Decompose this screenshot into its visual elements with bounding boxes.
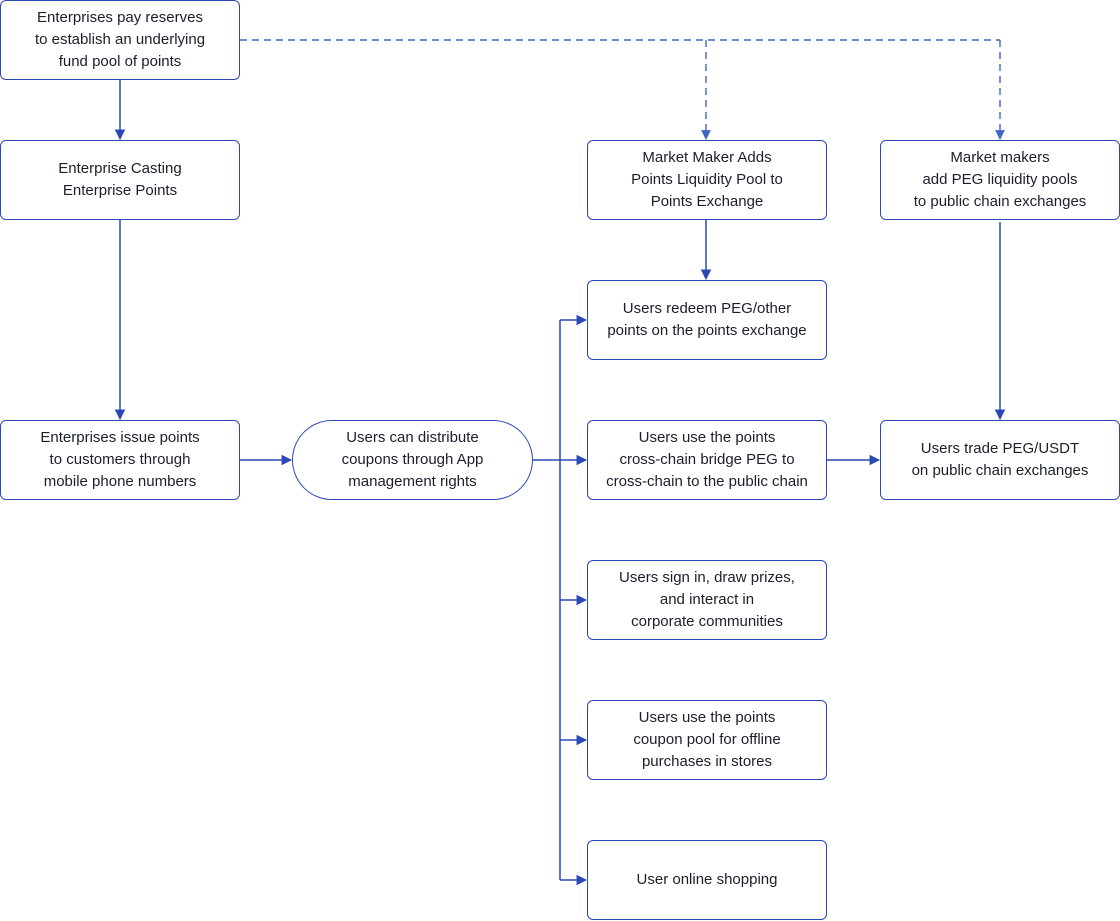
node-trade-peg-usdt: Users trade PEG/USDT on public chain exc… xyxy=(880,420,1120,500)
node-online-shopping: User online shopping xyxy=(587,840,827,920)
node-market-maker-peg: Market makers add PEG liquidity pools to… xyxy=(880,140,1120,220)
node-cross-chain-bridge: Users use the points cross-chain bridge … xyxy=(587,420,827,500)
node-enterprise-reserves: Enterprises pay reserves to establish an… xyxy=(0,0,240,80)
node-enterprise-issue: Enterprises issue points to customers th… xyxy=(0,420,240,500)
node-sign-in-prizes: Users sign in, draw prizes, and interact… xyxy=(587,560,827,640)
node-market-maker-points: Market Maker Adds Points Liquidity Pool … xyxy=(587,140,827,220)
node-redeem-points: Users redeem PEG/other points on the poi… xyxy=(587,280,827,360)
node-offline-purchases: Users use the points coupon pool for off… xyxy=(587,700,827,780)
node-enterprise-casting: Enterprise Casting Enterprise Points xyxy=(0,140,240,220)
node-distribute-coupons: Users can distribute coupons through App… xyxy=(292,420,533,500)
